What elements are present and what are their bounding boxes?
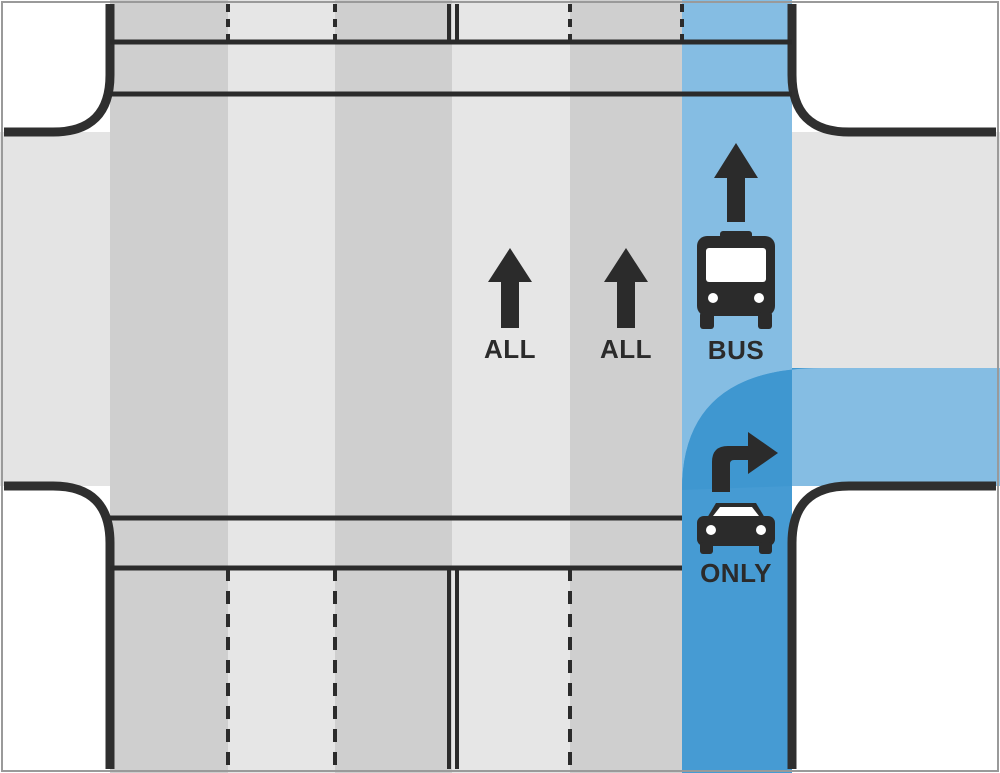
curbs bbox=[4, 4, 996, 769]
bus-lane-label: BUS bbox=[708, 335, 764, 365]
lane-3 bbox=[335, 0, 452, 773]
lane-2 bbox=[228, 0, 335, 773]
lane-3-label: ALL bbox=[484, 334, 536, 364]
main-road-lanes bbox=[110, 0, 682, 773]
lane-3-marking: ALL bbox=[484, 248, 536, 364]
right-turn-arrow-icon bbox=[712, 432, 778, 492]
right-turn-curve-light bbox=[792, 368, 1000, 486]
lane-4 bbox=[452, 0, 570, 773]
lane-4-label: ALL bbox=[600, 334, 652, 364]
curb-northwest bbox=[4, 4, 115, 137]
lane-4-marking: ALL bbox=[600, 248, 652, 364]
curb-northeast bbox=[787, 4, 996, 137]
only-label: ONLY bbox=[700, 558, 772, 588]
bus-lane-marking: BUS ONLY bbox=[697, 143, 778, 588]
lane-5 bbox=[570, 0, 682, 773]
lane-1 bbox=[110, 0, 228, 773]
up-arrow-icon bbox=[604, 248, 648, 328]
curb-southeast bbox=[787, 481, 996, 769]
bus-icon bbox=[697, 231, 775, 329]
up-arrow-icon bbox=[714, 143, 758, 222]
curb-southwest bbox=[4, 481, 115, 769]
south-markings bbox=[110, 515, 682, 769]
car-icon bbox=[697, 503, 775, 554]
north-markings bbox=[110, 4, 792, 97]
up-arrow-icon bbox=[488, 248, 532, 328]
